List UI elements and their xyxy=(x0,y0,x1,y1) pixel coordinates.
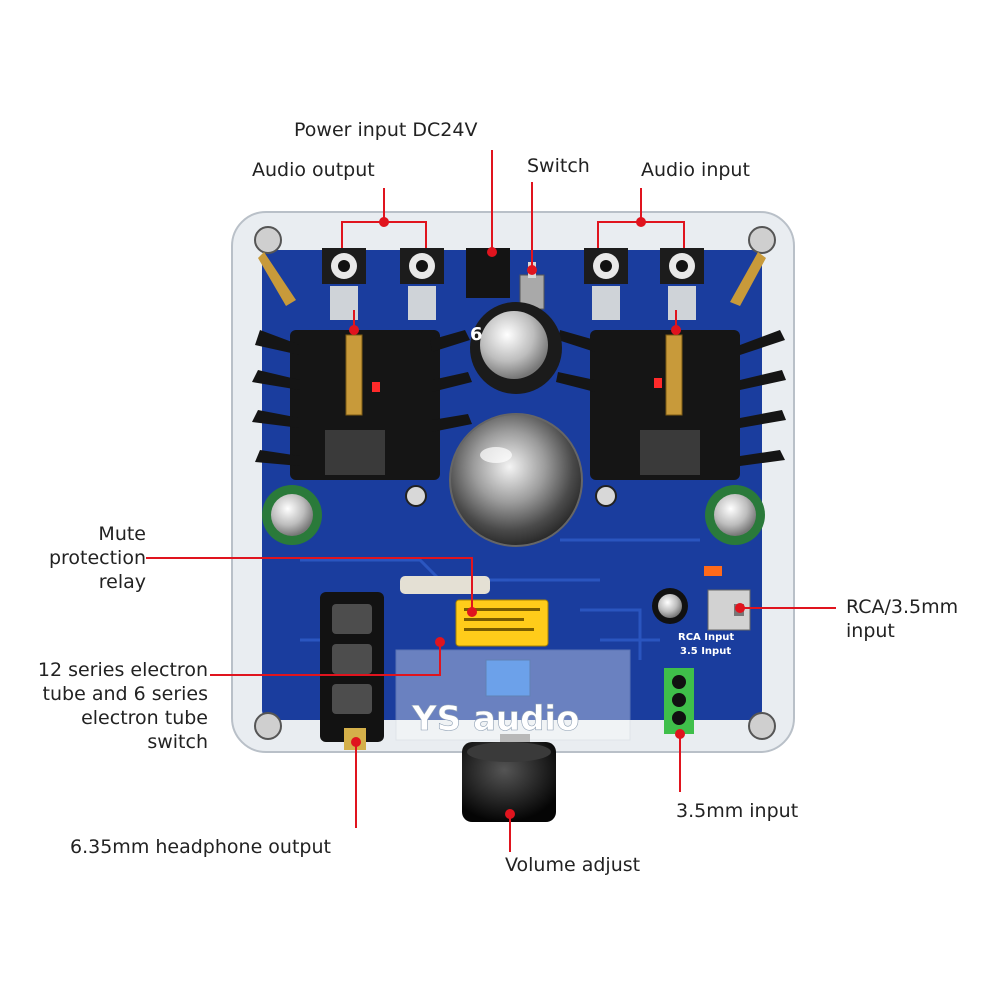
label-volume-adjust: Volume adjust xyxy=(505,854,641,876)
label-mute-relay: Mute protection relay xyxy=(48,523,146,593)
mini-jack-hole-1 xyxy=(672,675,686,689)
mini-jack-hole-2 xyxy=(672,693,686,707)
corner-posts xyxy=(254,226,776,740)
mini-board-label: 3.5 Input xyxy=(680,646,731,657)
rca-jacks xyxy=(322,248,704,320)
headphone-jack-ring-3 xyxy=(332,684,372,714)
led-left xyxy=(372,382,380,392)
right-standoff xyxy=(665,334,683,416)
left-transistor xyxy=(325,430,385,475)
headphone-jack-ring-2 xyxy=(332,644,372,674)
headphone-jack-ring-1 xyxy=(332,604,372,634)
callout-mute-relay xyxy=(146,557,473,612)
electron-tube xyxy=(449,413,583,547)
power-resistor xyxy=(400,576,490,594)
tube-selector-switch xyxy=(485,659,531,697)
mini-jack-hole-3 xyxy=(672,711,686,725)
callout-tube-switch xyxy=(210,642,441,676)
relay xyxy=(455,599,549,647)
right-transistor xyxy=(640,430,700,475)
relay-print-line-1 xyxy=(464,608,540,611)
right-green-capacitor-top xyxy=(714,494,756,536)
relay-print-line-2 xyxy=(464,618,524,621)
small-capacitor-left xyxy=(405,485,427,507)
logo-panel xyxy=(395,649,631,741)
logo-text: YS audio xyxy=(411,699,579,739)
small-capacitor-right xyxy=(595,485,617,507)
led-input xyxy=(704,566,722,576)
label-mini-input: 3.5mm input xyxy=(676,800,799,822)
label-switch: Switch xyxy=(527,155,590,177)
volume-knob-top xyxy=(467,742,551,762)
label-power-input: Power input DC24V xyxy=(294,119,478,141)
label-audio-output: Audio output xyxy=(252,159,375,181)
input-capacitor-top xyxy=(658,594,682,618)
left-green-capacitor-top xyxy=(271,494,313,536)
capacitor-mark: 6 xyxy=(470,324,483,345)
volume-knob xyxy=(462,742,556,822)
tube-highlight xyxy=(480,447,512,463)
dc-jack xyxy=(466,248,510,298)
rca-board-label: RCA Input xyxy=(678,632,734,643)
callout-dots xyxy=(349,217,745,819)
label-audio-input: Audio input xyxy=(641,159,750,181)
relay-print-line-3 xyxy=(464,628,534,631)
left-standoff xyxy=(345,334,363,416)
led-right xyxy=(654,378,662,388)
right-heatsink xyxy=(556,330,786,480)
label-rca-input: RCA/3.5mm input xyxy=(846,596,959,642)
pcb-traces xyxy=(300,538,700,660)
label-tube-switch: 12 series electron tube and 6 series ele… xyxy=(37,659,208,753)
main-capacitor-top xyxy=(480,311,548,379)
label-headphone-output: 6.35mm headphone output xyxy=(70,836,331,858)
